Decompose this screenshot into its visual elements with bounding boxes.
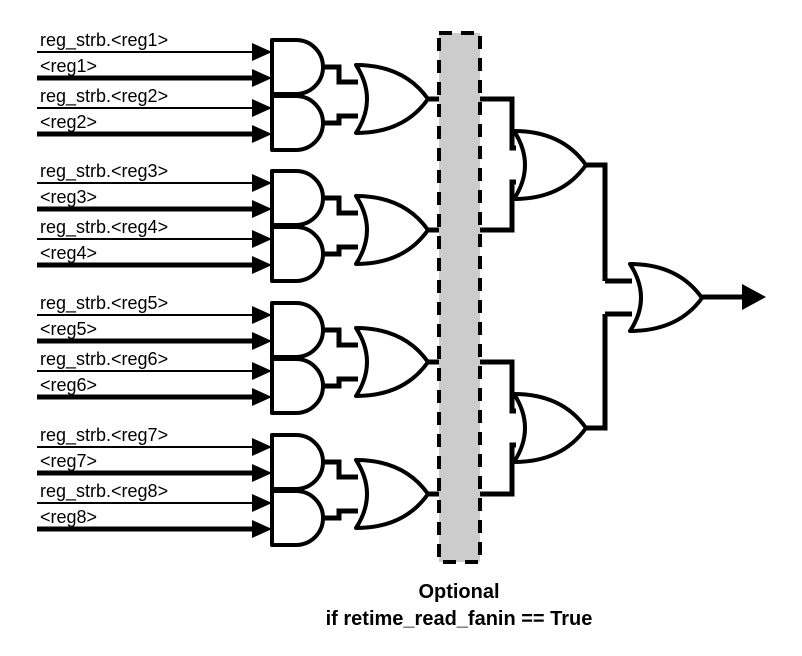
input-arrow-data-7	[252, 464, 272, 482]
caption-line-2: if retime_read_fanin == True	[326, 608, 593, 630]
wire-and4-to-or2	[323, 244, 358, 257]
wire-box-to-or6-a	[480, 359, 516, 414]
wire-box-to-or5-b	[480, 179, 516, 233]
and-gate-5	[270, 301, 325, 359]
label-data-3: <reg3>	[40, 187, 97, 207]
wire-box-to-or5-a	[480, 96, 516, 151]
label-strobe-7: reg_strb.<reg7>	[40, 425, 168, 446]
input-arrow-data-5	[252, 332, 272, 350]
wire-and6-to-or3	[323, 376, 358, 389]
input-arrow-strobe-4	[252, 230, 272, 248]
wire-or5-to-or7	[586, 162, 608, 281]
input-arrow-strobe-8	[252, 494, 272, 512]
input-arrow-data-3	[252, 200, 272, 218]
label-strobe-1: reg_strb.<reg1>	[40, 30, 168, 51]
input-arrow-data-4	[252, 256, 272, 274]
label-data-4: <reg4>	[40, 243, 97, 263]
input-arrow-strobe-7	[252, 438, 272, 456]
and-gate-1	[270, 38, 325, 96]
and-gate-6	[270, 357, 325, 415]
output-arrow	[742, 284, 766, 310]
input-arrow-strobe-6	[252, 362, 272, 380]
input-arrow-strobe-2	[252, 99, 272, 117]
or-gate-2	[354, 194, 430, 266]
label-data-5: <reg5>	[40, 319, 97, 339]
input-arrow-strobe-5	[252, 306, 272, 324]
input-arrow-data-2	[252, 125, 272, 143]
or-gate-3	[354, 326, 430, 398]
input-arrow-strobe-1	[252, 43, 272, 61]
or-gate-1	[354, 63, 430, 135]
label-strobe-8: reg_strb.<reg8>	[40, 481, 168, 502]
and-gate-4	[270, 225, 325, 283]
input-arrow-data-6	[252, 388, 272, 406]
label-strobe-6: reg_strb.<reg6>	[40, 349, 168, 370]
input-arrow-data-8	[252, 520, 272, 538]
input-arrow-data-1	[252, 69, 272, 87]
input-arrow-strobe-3	[252, 174, 272, 192]
or-gate-5	[512, 129, 588, 201]
wire-and2-to-or1	[323, 113, 358, 126]
label-strobe-5: reg_strb.<reg5>	[40, 293, 168, 314]
and-gate-3	[270, 169, 325, 227]
and-gate-2	[270, 94, 325, 152]
label-data-2: <reg2>	[40, 112, 97, 132]
label-data-7: <reg7>	[40, 451, 97, 471]
caption-line-1: Optional	[418, 581, 499, 603]
label-strobe-4: reg_strb.<reg4>	[40, 217, 168, 238]
label-data-1: <reg1>	[40, 56, 97, 76]
wire-and3-to-or2	[323, 195, 358, 216]
label-data-8: <reg8>	[40, 507, 97, 527]
optional-retime-box	[437, 31, 482, 564]
wire-and1-to-or1	[323, 64, 358, 85]
wire-and8-to-or4	[323, 508, 358, 521]
and-gate-8	[270, 489, 325, 547]
wire-box-to-or6-b	[480, 442, 516, 497]
wire-or6-to-or7	[586, 314, 608, 431]
label-strobe-2: reg_strb.<reg2>	[40, 86, 168, 107]
or-gate-4	[354, 458, 430, 530]
wire-and7-to-or4	[323, 459, 358, 480]
and-gate-7	[270, 433, 325, 491]
wire-and5-to-or3	[323, 327, 358, 348]
label-data-6: <reg6>	[40, 375, 97, 395]
or-gate-6	[512, 392, 588, 464]
or-gate-7	[628, 262, 704, 333]
label-strobe-3: reg_strb.<reg3>	[40, 161, 168, 182]
